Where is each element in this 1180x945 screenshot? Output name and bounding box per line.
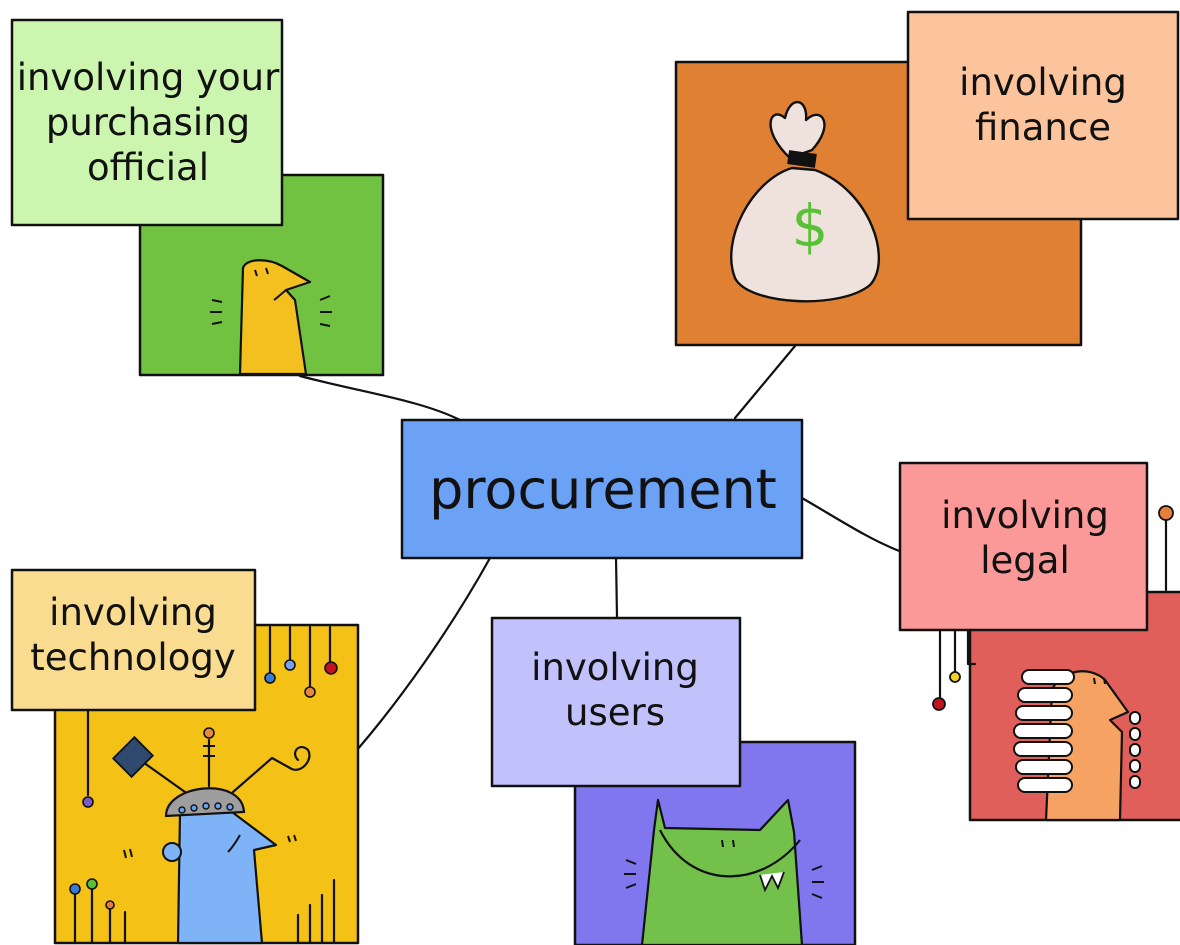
finance-label-line-1: involving	[959, 61, 1127, 104]
center-box	[400, 418, 804, 560]
technology-label-line-1: involving	[49, 591, 217, 634]
money-bag-icon: $	[730, 100, 880, 303]
finance-label-box	[906, 10, 1180, 221]
connector-users	[614, 555, 619, 620]
legal-label-box	[898, 461, 1149, 632]
center-node: procurement	[400, 418, 804, 560]
circuit-wires	[69, 625, 338, 945]
center-label: procurement	[429, 458, 777, 521]
users-label-box	[490, 616, 742, 788]
connector-purchasing	[298, 374, 462, 422]
legal-wires	[932, 505, 1174, 711]
users-label-line-1: involving	[531, 646, 699, 689]
connectors	[298, 344, 904, 752]
node-purchasing: involving your purchasing official	[10, 18, 385, 377]
technology-label-line-2: technology	[30, 636, 235, 679]
robot-helmet-icon	[111, 727, 311, 945]
monster-icon	[624, 798, 824, 945]
judge-wig-icon	[1013, 669, 1141, 822]
purchasing-label-line-3: official	[87, 146, 209, 189]
legal-label-line-2: legal	[980, 539, 1069, 582]
purchasing-label-line-2: purchasing	[46, 101, 250, 144]
connector-legal	[800, 496, 904, 554]
legal-label-line-1: involving	[941, 494, 1109, 537]
connector-finance	[733, 344, 797, 420]
node-users: involving users	[490, 616, 857, 945]
users-label-line-2: users	[565, 691, 665, 734]
node-finance: $ involving finance	[674, 10, 1180, 347]
node-technology: involving technology	[10, 568, 360, 945]
node-legal: involving legal	[898, 461, 1180, 822]
finance-label-line-2: finance	[975, 106, 1111, 149]
purchasing-label-box	[10, 18, 284, 227]
connector-technology	[355, 556, 492, 752]
dollar-sign: $	[792, 192, 829, 260]
person-icon	[210, 259, 332, 376]
purchasing-label-line-1: involving your	[17, 56, 280, 99]
technology-label-box	[10, 568, 257, 712]
